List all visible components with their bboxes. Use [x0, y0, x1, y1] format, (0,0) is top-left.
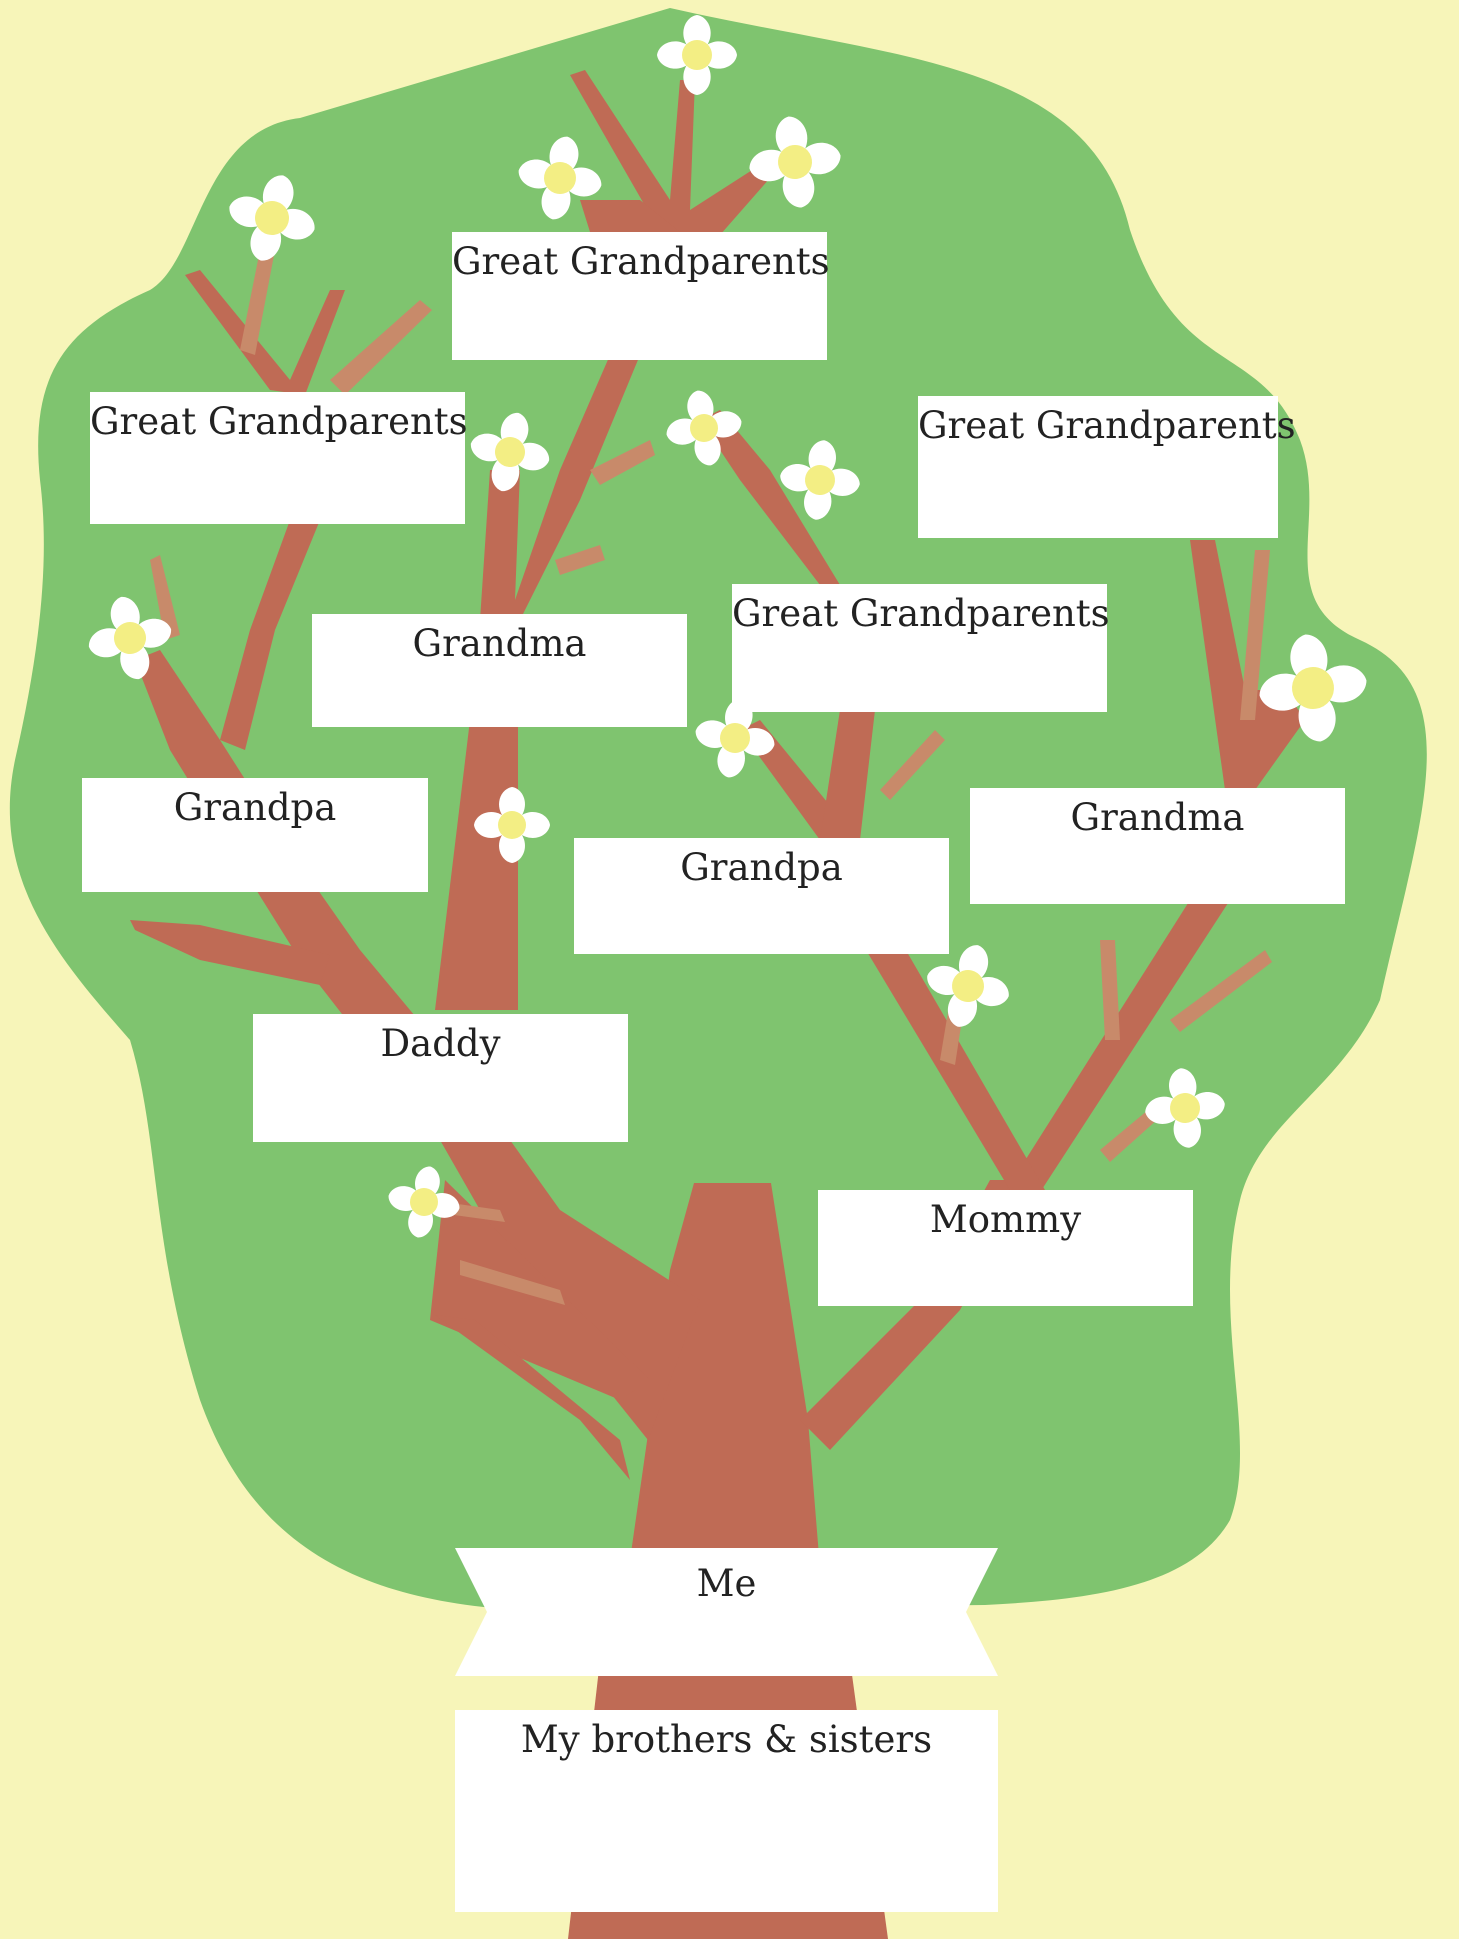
label-siblings[interactable]: My brothers & sisters [455, 1710, 998, 1912]
branch-center-top [700, 410, 840, 585]
flower-center [952, 970, 984, 1002]
flower-center [114, 622, 146, 654]
label-grandpa-left[interactable]: Grandpa [82, 778, 428, 892]
branch-mid-left [435, 720, 518, 1010]
branch-center-right [740, 720, 1045, 1190]
label-great-grandparents-top-text: Great Grandparents [452, 240, 830, 283]
branch-right-up [1000, 900, 1230, 1200]
flower-center [1170, 1093, 1200, 1123]
label-great-grandparents-center[interactable]: Great Grandparents [732, 584, 1110, 712]
label-great-grandparents-left-text: Great Grandparents [90, 400, 468, 443]
label-me-text: Me [696, 1562, 757, 1605]
label-me[interactable]: Me [455, 1548, 998, 1676]
label-grandpa-center-text: Grandpa [680, 846, 843, 889]
flower-icon [695, 698, 775, 778]
flower-icon [1145, 1068, 1225, 1148]
flower-icon [518, 136, 602, 220]
flower-center [690, 414, 718, 442]
flower-icon [474, 787, 550, 863]
label-grandma-left-text: Grandma [412, 622, 587, 665]
branch-left-low [130, 920, 330, 985]
label-grandma-right[interactable]: Grandma [970, 788, 1345, 904]
label-grandpa-center[interactable]: Grandpa [574, 838, 949, 954]
label-grandpa-left-text: Grandpa [173, 786, 337, 829]
label-great-grandparents-right-text: Great Grandparents [918, 404, 1296, 447]
branch-right-top [1190, 540, 1305, 790]
label-mommy[interactable]: Mommy [818, 1190, 1193, 1306]
flower-center [498, 811, 526, 839]
branch-top-fan2 [580, 200, 680, 232]
flowers-layer [88, 15, 1367, 1238]
flower-center [805, 465, 835, 495]
flower-icon [229, 175, 315, 261]
flower-icon [780, 440, 860, 520]
flower-icon [749, 116, 841, 208]
flower-icon [927, 945, 1009, 1027]
label-daddy[interactable]: Daddy [253, 1014, 628, 1142]
branch-left-upper [220, 520, 320, 750]
branch-center-up [820, 710, 875, 840]
label-great-grandparents-top[interactable]: Great Grandparents [452, 232, 830, 360]
flower-center [682, 40, 712, 70]
label-great-grandparents-left[interactable]: Great Grandparents [90, 392, 468, 524]
label-daddy-text: Daddy [380, 1022, 501, 1065]
flower-center [495, 437, 525, 467]
branch-top-fan [570, 70, 770, 235]
me-banner-shape [455, 1548, 998, 1676]
flower-center [720, 723, 750, 753]
flower-icon [388, 1166, 460, 1238]
flower-icon [88, 596, 172, 680]
flower-icon [657, 15, 737, 95]
flower-center [778, 145, 812, 179]
label-great-grandparents-right[interactable]: Great Grandparents [918, 396, 1296, 538]
flower-center [544, 162, 576, 194]
flower-icon [470, 412, 550, 492]
branch-left-top [185, 270, 345, 395]
branch-mid-upper [480, 355, 640, 620]
label-great-grandparents-center-text: Great Grandparents [732, 592, 1110, 635]
label-grandma-left[interactable]: Grandma [312, 614, 687, 727]
label-grandma-right-text: Grandma [1070, 796, 1245, 839]
label-mommy-text: Mommy [929, 1198, 1082, 1241]
flower-center [410, 1188, 438, 1216]
flower-icon [1259, 634, 1367, 742]
label-siblings-text: My brothers & sisters [520, 1718, 933, 1761]
flower-icon [666, 390, 742, 466]
flower-center [255, 201, 289, 235]
flower-center [1292, 667, 1334, 709]
